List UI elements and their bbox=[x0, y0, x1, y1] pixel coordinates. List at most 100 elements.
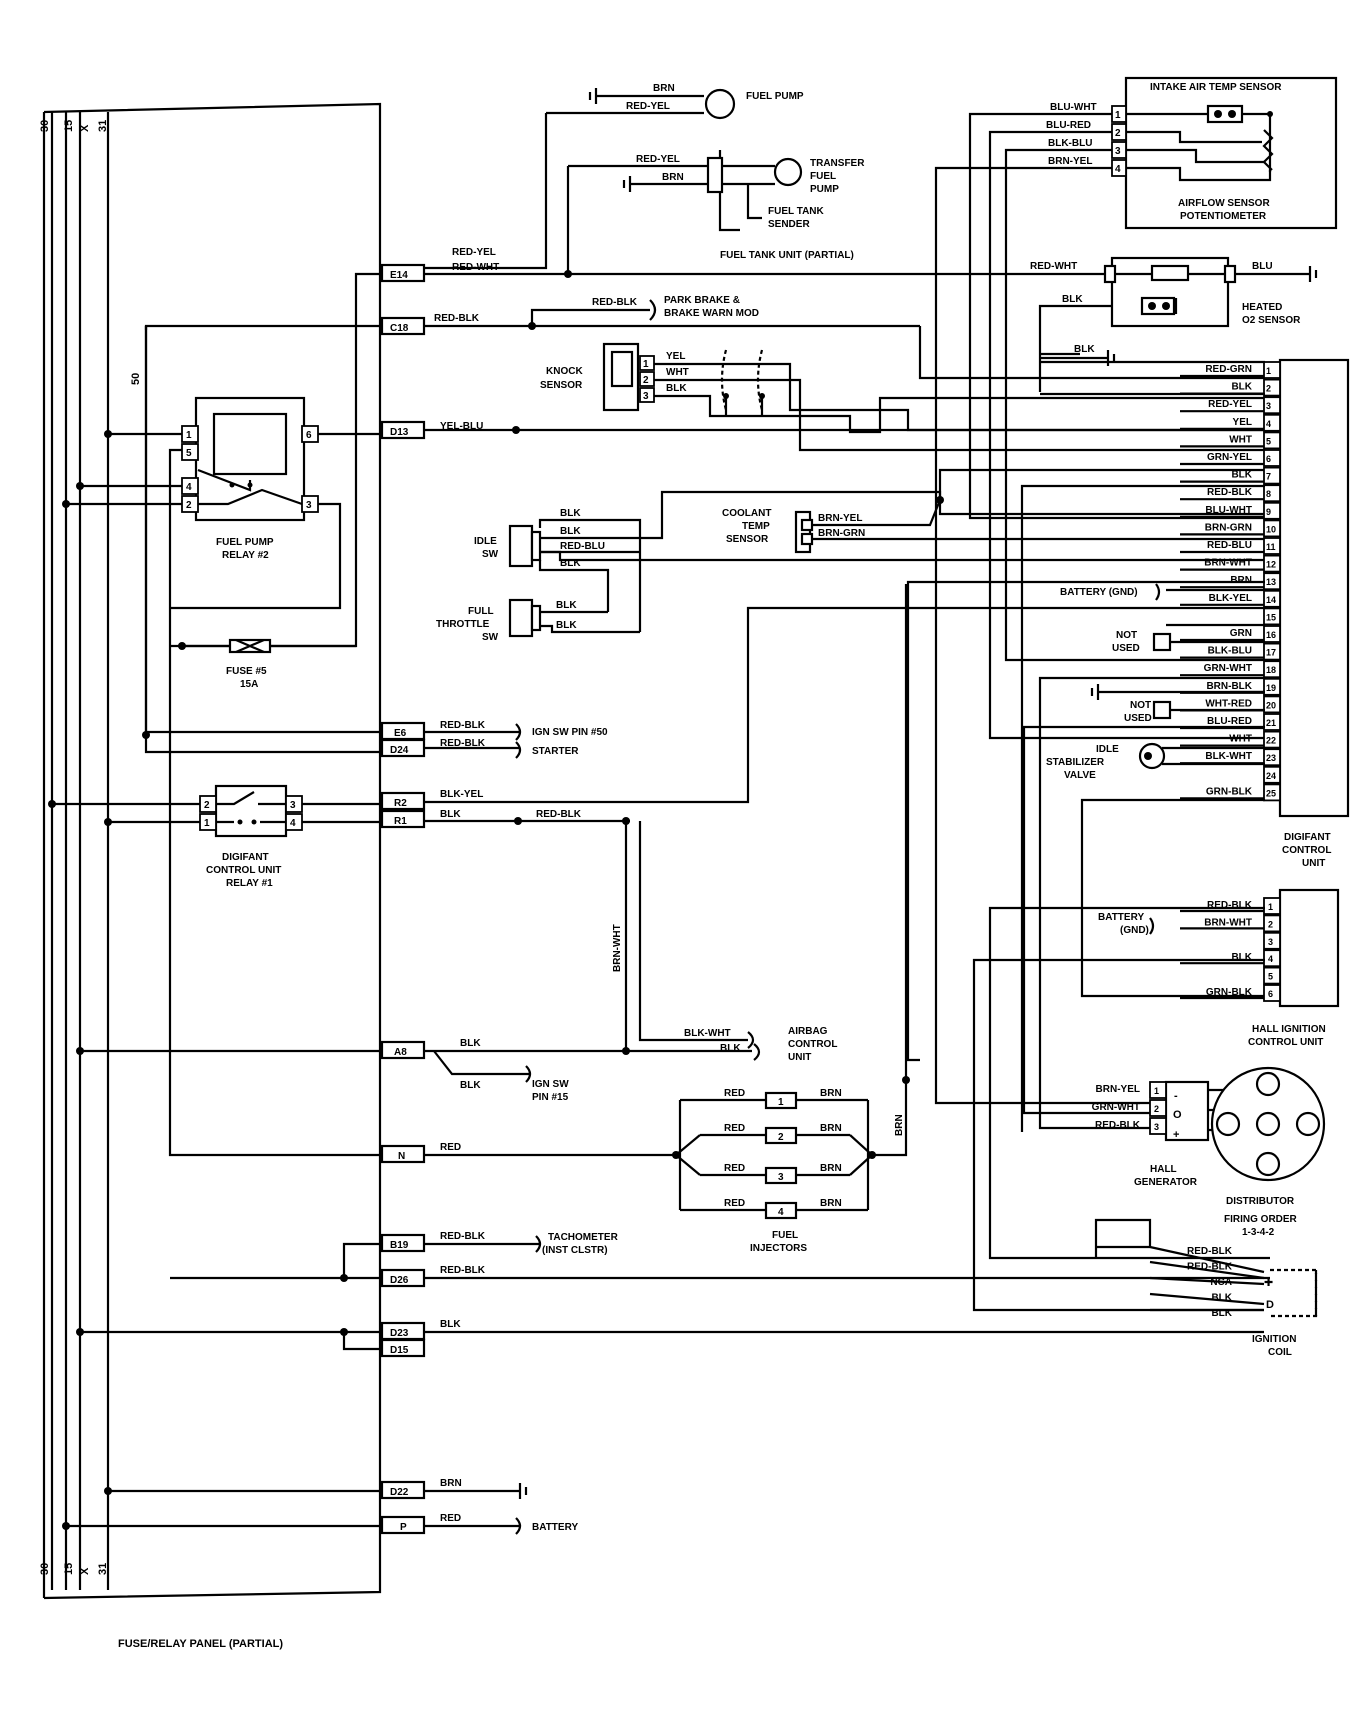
wire-label: RED-WHT bbox=[1030, 261, 1077, 272]
dcu-pin: 25 GRN-BLK bbox=[1180, 783, 1281, 802]
svg-text:1: 1 bbox=[1154, 1086, 1159, 1096]
hall-gen-wire-label: GRN-WHT bbox=[1092, 1102, 1140, 1113]
dcu-pin-wire-label: GRN-WHT bbox=[1204, 663, 1252, 674]
dcu-pin: 15 bbox=[1263, 607, 1281, 626]
fuse-relay-panel: 30 15 X 31 30 15 X 31 FUSE/RELAY PANEL (… bbox=[39, 102, 382, 1650]
svg-text:4: 4 bbox=[1268, 954, 1273, 964]
svg-text:16: 16 bbox=[1266, 630, 1276, 640]
svg-text:RED: RED bbox=[724, 1088, 745, 1099]
fuel-tank-unit-label: FUEL TANK UNIT (PARTIAL) bbox=[720, 250, 854, 261]
dcu-pin: 18 GRN-WHT bbox=[1180, 660, 1281, 679]
svg-text:4: 4 bbox=[290, 818, 296, 829]
hall-ctrl-wire-label: BLK bbox=[1231, 952, 1252, 963]
svg-text:BLU-WHT: BLU-WHT bbox=[1050, 102, 1097, 113]
coil-wire-label: RED-BLK bbox=[1187, 1262, 1233, 1273]
terminal-n-label: N bbox=[398, 1151, 405, 1162]
bus-label-30: 30 bbox=[39, 120, 51, 132]
wire-label: RED bbox=[440, 1142, 461, 1153]
fuel-pump-group: BRN RED-YEL FUEL PUMP bbox=[424, 83, 804, 270]
wire-label: RED-BLK bbox=[440, 1265, 486, 1276]
wire-label: BRN-YEL bbox=[818, 513, 862, 524]
wire-label: RED-BLK bbox=[440, 738, 486, 749]
svg-text:23: 23 bbox=[1266, 753, 1276, 763]
svg-text:3: 3 bbox=[643, 391, 649, 402]
svg-text:1: 1 bbox=[1115, 110, 1121, 121]
svg-text:2: 2 bbox=[186, 500, 192, 511]
dcu-pin: 7 BLK bbox=[1180, 466, 1281, 485]
dcu-pin-wire-label: BLK bbox=[1231, 470, 1252, 481]
dcu-pin-wire-label: GRN-BLK bbox=[1206, 786, 1253, 797]
ign-sw-50-label: IGN SW PIN #50 bbox=[532, 727, 608, 738]
wire-label: BRN bbox=[894, 1114, 905, 1136]
hall-ctrl-body bbox=[1278, 888, 1340, 1008]
svg-text:6: 6 bbox=[1266, 454, 1271, 464]
wire-label: BLK bbox=[556, 600, 577, 611]
wire-label: RED-BLK bbox=[592, 297, 638, 308]
fuel-pump-motor bbox=[704, 88, 736, 120]
wire-label: RED-YEL bbox=[452, 247, 496, 258]
hall-ctrl-pin: 4 BLK bbox=[1180, 949, 1281, 968]
wire-label: RED bbox=[440, 1513, 461, 1524]
coolant-sensor-body bbox=[794, 510, 812, 554]
svg-text:✚: ✚ bbox=[1264, 1277, 1273, 1289]
wire-label: BRN bbox=[440, 1478, 462, 1489]
svg-text:7: 7 bbox=[1266, 472, 1271, 482]
svg-text:BRN: BRN bbox=[820, 1163, 842, 1174]
bus-label-15-bottom: 15 bbox=[63, 1563, 75, 1575]
svg-text:25: 25 bbox=[1266, 788, 1276, 798]
wire-label: RED-BLK bbox=[440, 1231, 486, 1242]
dcu-pin-wire-label: BRN-GRN bbox=[1205, 522, 1252, 533]
dcu-pin-wire-label: RED-GRN bbox=[1205, 364, 1252, 375]
dcu-pin-wire-label: BLU-RED bbox=[1207, 716, 1252, 727]
svg-text:18: 18 bbox=[1266, 665, 1276, 675]
svg-text:BRN: BRN bbox=[820, 1123, 842, 1134]
svg-text:19: 19 bbox=[1266, 683, 1276, 693]
hall-ctrl-wire-label: GRN-BLK bbox=[1206, 987, 1253, 998]
wire-label: BRN bbox=[653, 83, 675, 94]
svg-text:6: 6 bbox=[306, 430, 312, 441]
dcu-pin-wire-label: YEL bbox=[1233, 417, 1252, 428]
svg-text:21: 21 bbox=[1266, 718, 1276, 728]
wire-label: RED-BLU bbox=[560, 541, 605, 552]
terminal-r2-label: R2 bbox=[394, 798, 407, 809]
park-brake-label: PARK BRAKE &BRAKE WARN MOD bbox=[664, 295, 759, 319]
svg-text:2: 2 bbox=[1268, 919, 1273, 929]
svg-text:3: 3 bbox=[1154, 1122, 1159, 1132]
tank-connector bbox=[706, 156, 724, 194]
svg-text:BRN: BRN bbox=[820, 1088, 842, 1099]
wire-label: RED-YEL bbox=[626, 101, 670, 112]
dcu-pin-wire-label: BLK-BLU bbox=[1208, 646, 1252, 657]
svg-text:20: 20 bbox=[1266, 700, 1276, 710]
